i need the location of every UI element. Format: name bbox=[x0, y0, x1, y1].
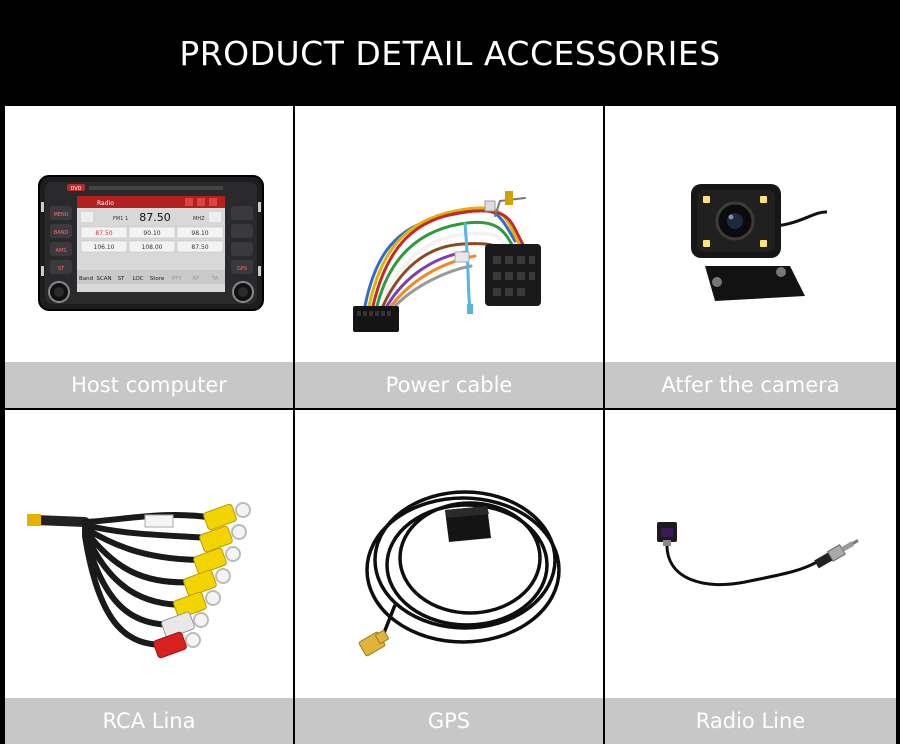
preset-4[interactable]: 106.10 bbox=[94, 244, 115, 251]
right-side-buttons: GPS bbox=[231, 206, 253, 274]
accessory-card-power-cable: Power cable bbox=[295, 106, 603, 408]
pty-soft-button[interactable]: PTY bbox=[172, 276, 183, 282]
ams-label: AMS bbox=[56, 248, 67, 254]
gps-button[interactable] bbox=[231, 260, 253, 274]
st-label: ST bbox=[58, 266, 65, 272]
caption-rear-camera: Atfer the camera bbox=[605, 362, 896, 408]
caption-gps: GPS bbox=[295, 698, 603, 744]
af-soft-button[interactable]: AF bbox=[193, 276, 200, 282]
band-indicator: FM1 bbox=[113, 216, 123, 222]
rca-cable-icon bbox=[5, 410, 293, 698]
band-button[interactable] bbox=[50, 224, 72, 238]
caption-rca: RCA Lina bbox=[5, 698, 293, 744]
car-stereo-icon: MENU BAND AMS ST GPS DVD bbox=[5, 106, 293, 362]
channel-indicator: 1 bbox=[125, 216, 128, 222]
st-button[interactable] bbox=[50, 260, 72, 274]
menu-button[interactable] bbox=[50, 206, 72, 220]
preset-3[interactable]: 98.10 bbox=[191, 230, 208, 237]
store-soft-button[interactable]: Store bbox=[150, 276, 165, 282]
gps-label: GPS bbox=[237, 266, 247, 272]
accessory-card-gps: GPS bbox=[295, 410, 603, 744]
wire-harness-icon bbox=[295, 106, 603, 362]
accessories-grid: MENU BAND AMS ST GPS DVD bbox=[4, 106, 896, 744]
scan-soft-button[interactable]: SCAN bbox=[96, 276, 111, 282]
frequency-display: 87.50 bbox=[139, 211, 171, 224]
radio-cable-icon bbox=[605, 410, 896, 698]
caption-power-cable: Power cable bbox=[295, 362, 603, 408]
caption-host-computer: Host computer bbox=[5, 362, 293, 408]
left-side-buttons: MENU BAND AMS ST bbox=[50, 206, 72, 274]
rear-camera-icon bbox=[605, 106, 896, 362]
band-soft-button[interactable]: Band bbox=[79, 276, 93, 282]
power-connector-small bbox=[353, 306, 399, 332]
accessory-card-rca: RCA Lina bbox=[5, 410, 293, 744]
gps-antenna-icon bbox=[295, 410, 603, 698]
st-soft-button[interactable]: ST bbox=[118, 276, 125, 282]
page-title: PRODUCT DETAIL ACCESSORIES bbox=[179, 33, 721, 73]
preset-1[interactable]: 87.50 bbox=[95, 230, 112, 237]
preset-2[interactable]: 90.10 bbox=[143, 230, 160, 237]
accessory-card-host-computer: MENU BAND AMS ST GPS DVD bbox=[5, 106, 293, 408]
menu-label: MENU bbox=[54, 212, 69, 218]
band-label: BAND bbox=[54, 230, 69, 236]
caption-radio-line: Radio Line bbox=[605, 698, 896, 744]
loc-soft-button[interactable]: LOC bbox=[132, 276, 143, 282]
accessory-card-radio-line: Radio Line bbox=[605, 410, 896, 744]
dvd-label: DVD bbox=[70, 186, 81, 192]
source-label: Radio bbox=[97, 200, 114, 207]
preset-6[interactable]: 87.50 bbox=[191, 244, 208, 251]
preset-5[interactable]: 108.00 bbox=[142, 244, 163, 251]
page-header: PRODUCT DETAIL ACCESSORIES bbox=[0, 0, 900, 106]
ta-soft-button[interactable]: TA bbox=[211, 276, 219, 282]
frequency-unit: MHZ bbox=[193, 216, 205, 222]
ams-button[interactable] bbox=[50, 242, 72, 256]
accessory-card-rear-camera: Atfer the camera bbox=[605, 106, 896, 408]
